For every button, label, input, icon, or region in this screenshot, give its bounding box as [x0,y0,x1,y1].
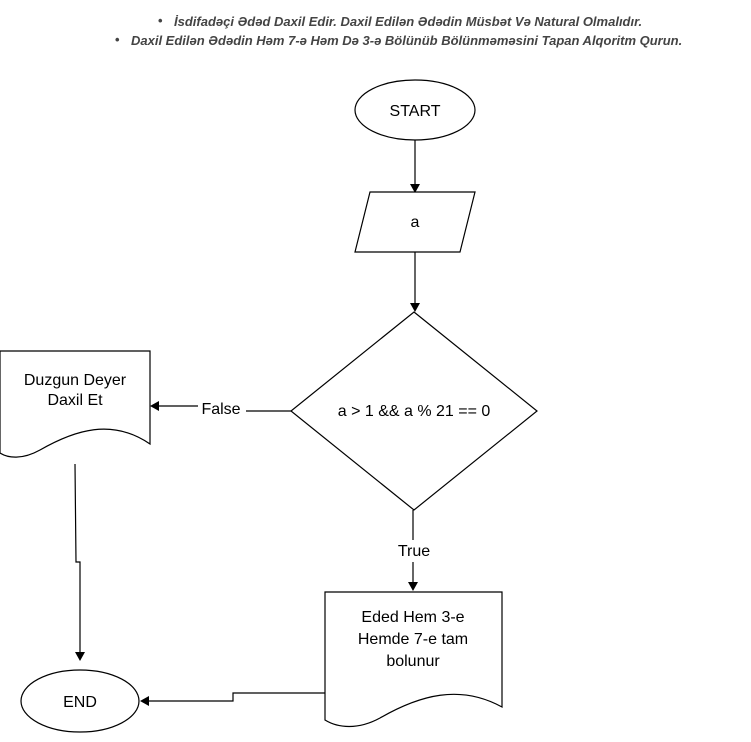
note-item-1: • İsdifadəçi Ədəd Daxil Edir. Daxil Edil… [158,13,643,29]
note-text-2: Daxil Edilən Ədədin Həm 7-ə Həm Də 3-ə B… [131,33,683,48]
error-label-line-1: Duzgun Deyer [24,372,127,389]
bullet-icon: • [158,13,163,28]
note-item-2: • Daxil Edilən Ədədin Həm 7-ə Həm Də 3-ə… [115,32,683,48]
result-label-line-2: Hemde 7-e tam [358,631,468,648]
false-edge-label: False [201,401,240,418]
arrowhead [75,652,85,661]
start-terminator [354,79,476,141]
result-label-line-3: bolunur [386,653,440,670]
result-document [324,591,503,728]
true-edge-label: True [398,543,430,560]
error-label-line-2: Daxil Et [47,392,103,409]
input-parallelogram [354,191,476,253]
start-label: START [390,103,441,120]
arrowhead [410,303,420,312]
connector-result-end [148,692,325,702]
arrowhead [410,184,420,193]
result-label-line-1: Eded Hem 3-e [361,609,464,626]
arrowhead [150,401,159,411]
arrowhead [140,696,149,706]
bullet-icon: • [115,32,120,47]
end-label: END [63,694,97,711]
end-terminator [20,669,140,733]
arrowhead [408,582,418,591]
connector-error-end [74,463,81,652]
input-label: a [411,214,420,231]
note-text-1: İsdifadəçi Ədəd Daxil Edir. Daxil Edilən… [174,14,643,29]
decision-diamond [290,311,538,511]
error-document [0,350,151,458]
decision-label: a > 1 && a % 21 == 0 [338,403,491,420]
